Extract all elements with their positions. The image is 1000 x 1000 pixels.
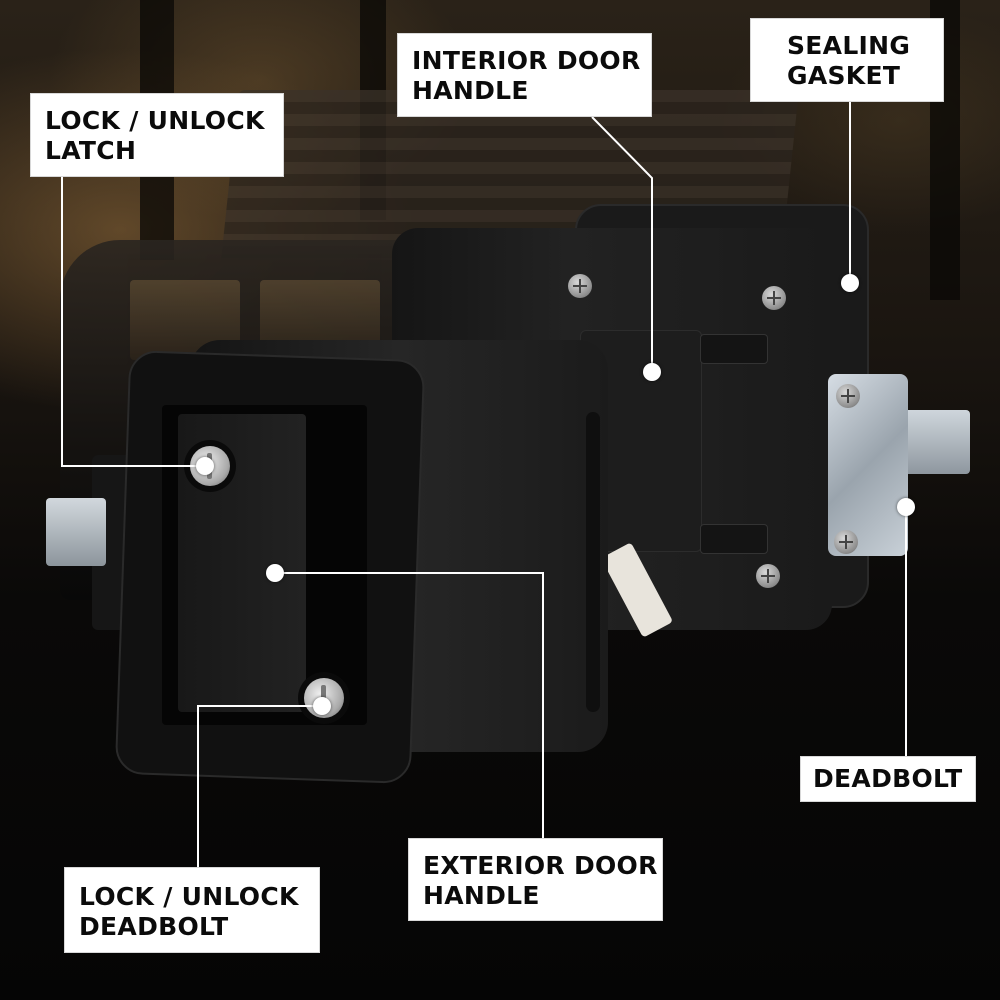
label-deadbolt: DEADBOLT bbox=[800, 756, 976, 802]
label-line: SEALING bbox=[787, 31, 911, 60]
screw-icon bbox=[756, 564, 780, 588]
label-exterior-door-handle: EXTERIOR DOOR HANDLE bbox=[408, 838, 663, 921]
label-line: HANDLE bbox=[423, 881, 540, 910]
screw-icon bbox=[836, 384, 860, 408]
label-line: GASKET bbox=[787, 61, 901, 90]
screw-icon bbox=[834, 530, 858, 554]
label-lock-unlock-deadbolt: LOCK / UNLOCK DEADBOLT bbox=[64, 867, 320, 953]
label-line: DEADBOLT bbox=[79, 912, 229, 941]
callout-dot-sealing-gasket bbox=[841, 274, 859, 292]
callout-dot-interior-door-handle bbox=[643, 363, 661, 381]
handle-tab bbox=[700, 524, 768, 554]
handle-tab bbox=[700, 334, 768, 364]
screw-icon bbox=[568, 274, 592, 298]
label-line: LOCK / UNLOCK bbox=[45, 106, 265, 135]
screw-icon bbox=[762, 286, 786, 310]
label-line: HANDLE bbox=[412, 76, 529, 105]
callout-dot-lock-unlock-deadbolt bbox=[313, 697, 331, 715]
label-line: LATCH bbox=[45, 136, 137, 165]
callout-dot-lock-unlock-latch bbox=[196, 457, 214, 475]
label-line: LOCK / UNLOCK bbox=[79, 882, 299, 911]
label-interior-door-handle: INTERIOR DOOR HANDLE bbox=[397, 33, 652, 117]
label-line: DEADBOLT bbox=[813, 764, 963, 793]
deadbolt-bolt bbox=[900, 410, 970, 474]
housing-rib bbox=[586, 412, 600, 712]
callout-dot-deadbolt bbox=[897, 498, 915, 516]
callout-dot-exterior-door-handle bbox=[266, 564, 284, 582]
label-line: INTERIOR DOOR bbox=[412, 46, 641, 75]
label-line: EXTERIOR DOOR bbox=[423, 851, 658, 880]
label-lock-unlock-latch: LOCK / UNLOCK LATCH bbox=[30, 93, 284, 177]
label-sealing-gasket: SEALING GASKET bbox=[750, 18, 944, 102]
latch-bolt bbox=[46, 498, 106, 566]
